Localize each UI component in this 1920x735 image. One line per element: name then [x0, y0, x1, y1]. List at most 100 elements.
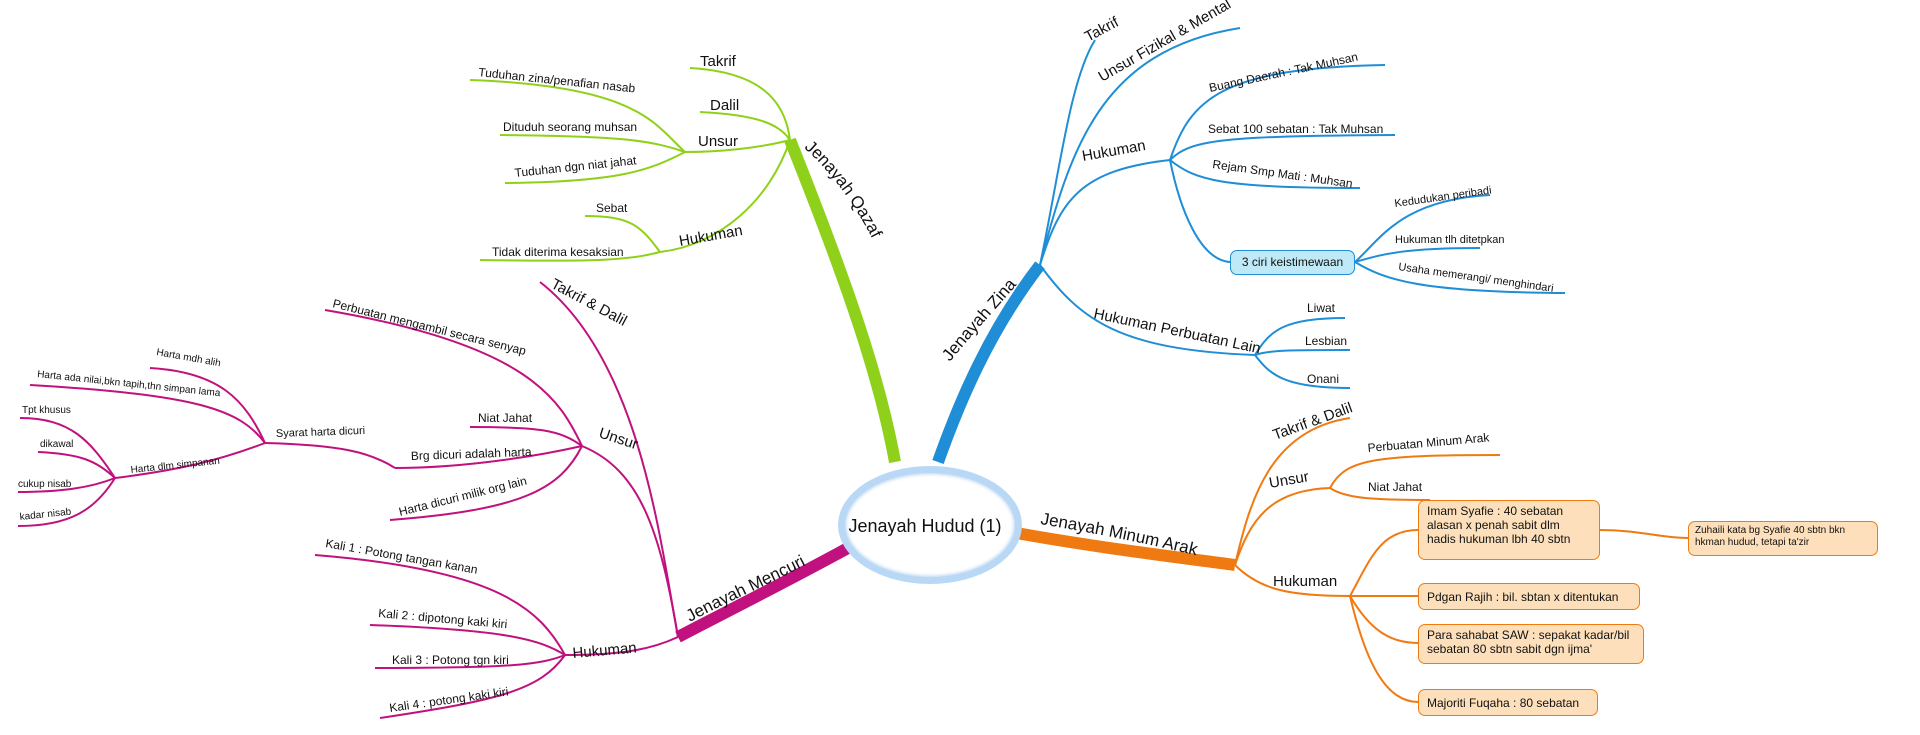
qazaf-edge-unsur-2	[499, 134, 686, 153]
arak-edge-takrif	[1234, 417, 1351, 566]
branch-arak	[998, 417, 1689, 703]
qazaf-hukuman-item-2[interactable]: Tidak diterima kesaksian	[492, 245, 624, 259]
mencuri-hukuman-item-3[interactable]: Kali 3 : Potong tgn kiri	[392, 653, 509, 667]
zina-huk-item-1[interactable]: Buang Daerah : Tak Muhsan	[1208, 50, 1359, 95]
zina-huk-item-2[interactable]: Sebat 100 sebatan : Tak Muhsan	[1208, 122, 1383, 136]
qazaf-edge-unsur	[684, 139, 791, 153]
arak-edge-side	[1599, 529, 1689, 539]
mencuri-labels: Jenayah Mencuri Takrif & Dalil Unsur Huk…	[18, 276, 808, 715]
mencuri-edge-simpanan	[114, 442, 266, 479]
mencuri-takrif-label[interactable]: Takrif & Dalil	[548, 276, 630, 330]
mencuri-trunk	[675, 542, 851, 643]
central-topic-ellipse[interactable]	[838, 466, 1022, 584]
mencuri-syarat-item-1[interactable]: Harta mdh alih	[155, 347, 221, 369]
zina-hukuman-label[interactable]: Hukuman	[1081, 137, 1147, 165]
mencuri-simpanan-item-1[interactable]: Tpt khusus	[22, 405, 71, 416]
arak-labels: Jenayah Minum Arak Takrif & Dalil Unsur …	[1039, 399, 1491, 590]
zina-edge-ciri-2	[1354, 247, 1481, 263]
branch-zina	[932, 27, 1566, 465]
zina-edge-ciri-3	[1354, 261, 1566, 294]
qazaf-edge-hukuman	[659, 139, 791, 253]
zina-edge-huk-2	[1169, 134, 1396, 161]
mencuri-edge-simpanan-2	[37, 451, 116, 479]
qazaf-unsur-item-2[interactable]: Dituduh seorang muhsan	[503, 120, 637, 134]
mencuri-simpanan-item-2[interactable]: dikawal	[40, 439, 73, 450]
mencuri-edge-hukuman-2	[369, 624, 566, 656]
mencuri-edge-unsur	[581, 445, 679, 638]
qazaf-unsur-item-1[interactable]: Tuduhan zina/penafian nasab	[478, 65, 637, 95]
zina-labels: Jenayah Zina Takrif Unsur Fizikal & Ment…	[938, 0, 1554, 386]
arak-hukuman-label[interactable]: Hukuman	[1273, 573, 1337, 590]
qazaf-dalil-label[interactable]: Dalil	[710, 97, 739, 114]
zina-ciri-box[interactable]: 3 ciri keistimewaan	[1230, 250, 1355, 275]
zina-edge-huk-3	[1169, 159, 1361, 189]
mencuri-hukuman-item-1[interactable]: Kali 1 : Potong tangan kanan	[324, 536, 478, 577]
mencuri-title[interactable]: Jenayah Mencuri	[683, 551, 808, 625]
qazaf-unsur-label[interactable]: Unsur	[698, 133, 738, 150]
branch-qazaf	[469, 67, 901, 464]
mencuri-edge-simpanan-1	[19, 417, 116, 479]
arak-edge-box-4	[1349, 595, 1419, 703]
zina-edge-lain-3	[1254, 354, 1351, 389]
arak-unsur-label[interactable]: Unsur	[1268, 468, 1310, 492]
mencuri-simpanan-item-4[interactable]: kadar nisab	[19, 507, 72, 523]
qazaf-takrif-label[interactable]: Takrif	[700, 53, 737, 70]
mencuri-edge-syarat-1	[149, 367, 266, 444]
arak-edge-hukuman	[1234, 564, 1351, 597]
zina-lain-item-2[interactable]: Lesbian	[1305, 334, 1347, 348]
zina-unsur-label[interactable]: Unsur Fizikal & Mental	[1096, 0, 1234, 85]
mencuri-edge-hukuman-4	[379, 654, 566, 719]
mencuri-hukuman-label[interactable]: Hukuman	[572, 639, 637, 662]
zina-edge-ciri-1	[1354, 194, 1491, 263]
zina-lain-item-1[interactable]: Liwat	[1307, 301, 1336, 315]
mencuri-syarat-item-2[interactable]: Harta ada nilai,bkn tapih,thn simpan lam…	[37, 369, 222, 399]
zina-edge-hukuman	[1039, 159, 1171, 266]
arak-edge-unsur	[1234, 487, 1331, 566]
arak-unsur-item-2[interactable]: Niat Jahat	[1368, 480, 1423, 494]
zina-edge-lain	[1039, 264, 1256, 356]
mencuri-edge-unsur-3	[394, 445, 583, 469]
mencuri-edge-syarat-2	[29, 384, 266, 444]
mencuri-syarat-label[interactable]: Syarat harta dicuri	[276, 425, 366, 440]
zina-huk-item-3[interactable]: Rejam Smp Mati : Muhsan	[1212, 157, 1354, 191]
mencuri-unsur-item-2[interactable]: Niat Jahat	[478, 411, 533, 425]
mencuri-unsur-item-3[interactable]: Brg dicuri adalah harta	[411, 445, 532, 463]
arak-edge-box-3	[1349, 595, 1419, 644]
zina-ciri-item-2[interactable]: Hukuman tlh ditetpkan	[1395, 234, 1504, 246]
mencuri-unsur-item-1[interactable]: Perbuatan mengambil secara senyap	[331, 296, 528, 358]
arak-box-pdgan-rajih[interactable]: Pdgan Rajih : bil. sbtan x ditentukan	[1418, 583, 1640, 610]
mencuri-hukuman-item-2[interactable]: Kali 2 : dipotong kaki kiri	[378, 606, 508, 631]
arak-box-majoriti-fuqaha[interactable]: Majoriti Fuqaha : 80 sebatan	[1418, 689, 1598, 716]
zina-edge-unsur	[1039, 27, 1241, 266]
qazaf-edge-hukuman-2	[479, 251, 661, 262]
arak-box-imam-syafie[interactable]: Imam Syafie : 40 sebatan alasan x penah …	[1418, 500, 1600, 560]
arak-edge-unsur-1	[1329, 454, 1501, 489]
mencuri-unsur-label[interactable]: Unsur	[597, 425, 640, 454]
zina-ciri-item-1[interactable]: Kedudukan peribadi	[1394, 184, 1493, 210]
zina-trunk	[932, 261, 1045, 465]
branch-mencuri	[17, 281, 851, 719]
mencuri-hukuman-item-4[interactable]: Kali 4 : potong kaki kiri	[388, 684, 509, 715]
arak-unsur-item-1[interactable]: Perbuatan Minum Arak	[1367, 430, 1491, 455]
mencuri-edge-takrif	[539, 281, 679, 638]
zina-edge-lain-1	[1254, 317, 1346, 356]
mencuri-edge-unsur-1	[324, 309, 583, 447]
qazaf-edge-unsur-3	[504, 151, 686, 184]
mencuri-edge-unsur-4	[389, 445, 583, 521]
zina-lain-item-3[interactable]: Onani	[1307, 372, 1339, 386]
qazaf-hukuman-item-1[interactable]: Sebat	[596, 201, 628, 215]
arak-edge-unsur-2	[1329, 487, 1431, 501]
mencuri-simpanan-label[interactable]: Harta dlm simpanan	[130, 456, 220, 476]
mencuri-simpanan-item-3[interactable]: cukup nisab	[18, 479, 72, 490]
qazaf-hukuman-label[interactable]: Hukuman	[678, 222, 744, 250]
mencuri-edge-simpanan-3	[17, 477, 116, 493]
mencuri-edge-hukuman-1	[314, 554, 566, 656]
arak-side-box-zuhaili[interactable]: Zuhaili kata bg Syafie 40 sbtn bkn hkman…	[1688, 521, 1878, 556]
arak-takrif-label[interactable]: Takrif & Dalil	[1271, 399, 1355, 443]
arak-box-para-sahabat[interactable]: Para sahabat SAW : sepakat kadar/bil seb…	[1418, 624, 1644, 664]
qazaf-edge-hukuman-1	[584, 215, 661, 253]
arak-edge-box-1	[1349, 529, 1419, 597]
zina-edge-huk-1	[1169, 64, 1386, 161]
zina-takrif-label[interactable]: Takrif	[1082, 13, 1122, 45]
